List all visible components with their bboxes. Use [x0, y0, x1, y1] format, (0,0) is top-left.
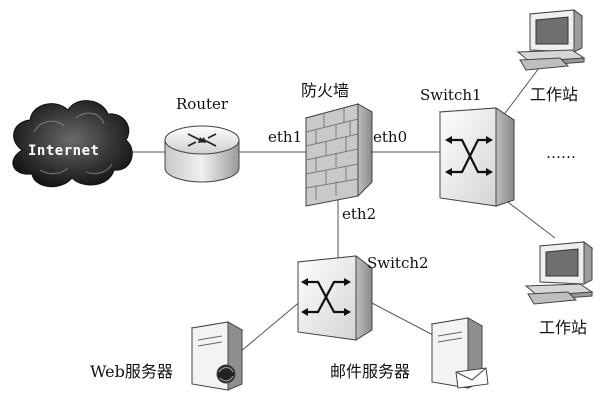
mail-server-label: 邮件服务器: [330, 362, 411, 381]
ellipsis-label: ……: [546, 144, 576, 162]
switch1-label: Switch1: [420, 86, 482, 104]
link-switch2-mailserver: [369, 301, 436, 337]
link-switch2-webserver: [239, 299, 303, 353]
firewall-label: 防火墙: [301, 81, 350, 100]
workstation-bottom-icon: [524, 241, 594, 305]
link-switch1-workstation-top: [499, 59, 546, 121]
internet-label: Internet: [28, 143, 100, 159]
router-icon: [164, 125, 240, 183]
eth0-label: eth0: [373, 128, 408, 146]
workstation-bottom-label: 工作站: [539, 318, 588, 337]
mail-server-icon: [430, 317, 489, 389]
workstation-top-icon: [516, 9, 586, 71]
switch2-icon: [296, 255, 374, 341]
web-server-icon: [190, 321, 244, 391]
switch2-label: Switch2: [367, 254, 429, 272]
internet-cloud-icon: [12, 100, 133, 188]
workstation-top-label: 工作站: [530, 85, 579, 104]
eth2-label: eth2: [342, 205, 377, 223]
connection-lines: [125, 59, 556, 353]
link-switch1-workstation-bottom: [499, 195, 556, 239]
web-server-label: Web服务器: [90, 362, 173, 381]
router-label: Router: [176, 95, 229, 113]
switch1-icon: [438, 107, 516, 207]
firewall-icon: [304, 103, 374, 207]
eth1-label: eth1: [268, 128, 303, 146]
